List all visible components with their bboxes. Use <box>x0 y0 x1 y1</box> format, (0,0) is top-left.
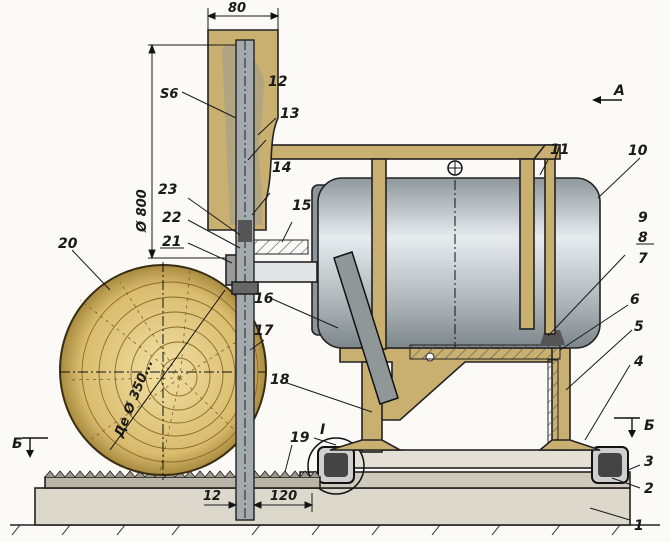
callout-2: 2 <box>644 481 654 497</box>
dim-bottom-left: 12 <box>203 489 221 504</box>
detail-marker-label: I <box>320 422 325 438</box>
callout-19: 19 <box>290 430 310 446</box>
log <box>59 262 267 480</box>
saw-blade <box>231 39 259 521</box>
dimension-lines <box>148 8 314 520</box>
callout-3: 3 <box>644 454 654 470</box>
callout-18: 18 <box>270 372 290 388</box>
callout-7: 7 <box>638 251 648 267</box>
callout-12: 12 <box>268 74 287 90</box>
tension-lever <box>333 251 399 405</box>
callout-6: 6 <box>630 292 640 308</box>
dim-blade-diameter: Ø 800 <box>135 189 150 233</box>
view-arrow-label: A <box>613 83 625 99</box>
callout-9: 9 <box>638 210 648 226</box>
callout-8: 8 <box>638 230 648 246</box>
dim-top-width: 80 <box>228 1 246 16</box>
section-arrow-right-label: Б <box>644 418 655 434</box>
section-arrows <box>22 417 640 458</box>
rack <box>44 470 321 489</box>
detail-circle <box>307 437 365 495</box>
roller-right <box>591 446 629 484</box>
callout-5: 5 <box>634 319 644 335</box>
callout-4: 4 <box>633 354 644 370</box>
frame <box>269 144 562 350</box>
section-arrow-left-label: Б <box>12 436 23 452</box>
callout-11: 11 <box>550 142 569 158</box>
callout-10: 10 <box>628 143 648 159</box>
callout-20: 20 <box>58 236 78 252</box>
callout-1: 1 <box>634 518 644 534</box>
ground <box>10 524 660 536</box>
callout-21: 21 <box>162 234 181 250</box>
callout-16: 16 <box>254 291 274 307</box>
dim-blade-thickness: S6 <box>160 87 178 102</box>
leader-lines <box>71 91 641 521</box>
dim-bottom-right: 120 <box>270 489 297 504</box>
callout-17: 17 <box>254 323 274 339</box>
callout-numbers: 1 2 3 4 5 6 7 8 9 10 11 12 13 14 15 16 1… <box>58 74 654 534</box>
callout-14: 14 <box>272 160 291 176</box>
callout-22: 22 <box>162 210 181 226</box>
view-arrow <box>592 96 622 104</box>
callout-23: 23 <box>158 182 177 198</box>
callout-13: 13 <box>280 106 299 122</box>
callout-15: 15 <box>292 198 312 214</box>
roller-left <box>317 446 355 484</box>
